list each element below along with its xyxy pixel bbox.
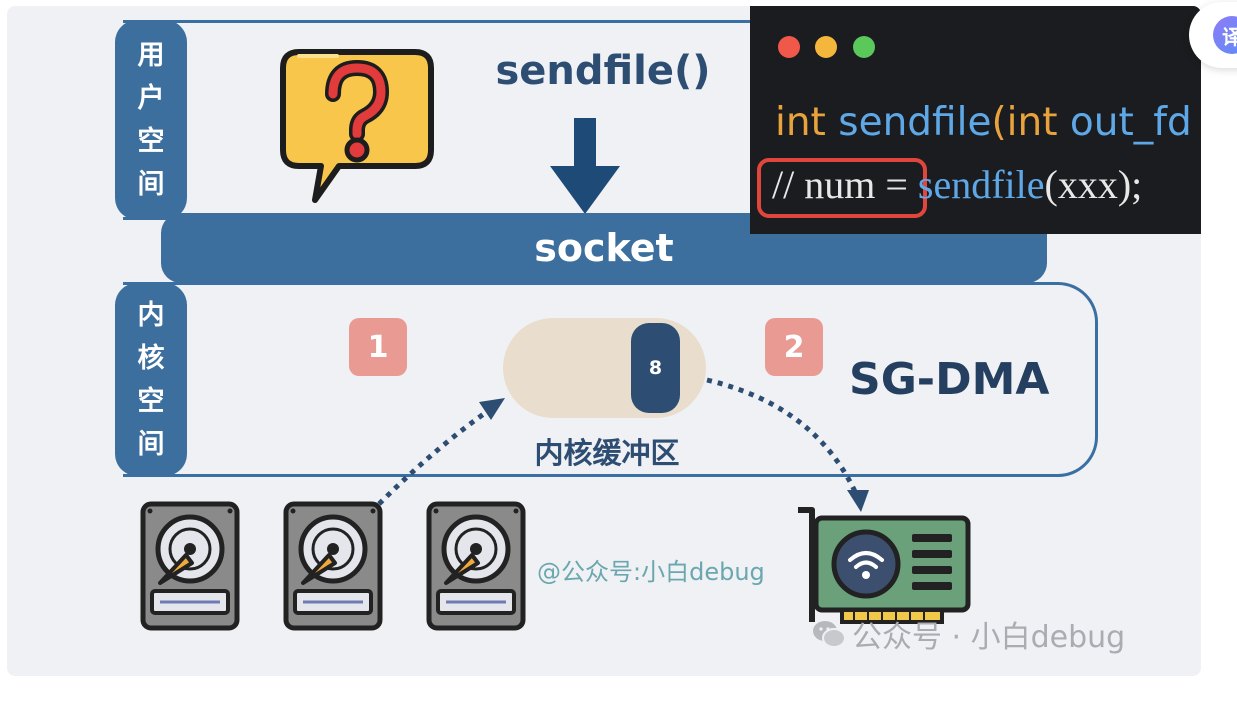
diagram-title: sendfile() xyxy=(495,48,711,94)
window-minimize-dot xyxy=(815,36,837,58)
socket-bar: socket xyxy=(161,213,1047,283)
hard-disk-icon xyxy=(140,501,240,631)
step-badge-2: 2 xyxy=(765,318,823,376)
code-token: sendfile xyxy=(825,100,992,145)
question-bubble-icon xyxy=(280,49,434,203)
code-window: int sendfile(int out_fd // num = sendfil… xyxy=(750,6,1201,234)
kernel-buffer-label: 内核缓冲区 xyxy=(534,436,680,470)
code-token: int xyxy=(1006,100,1058,145)
code-token: out_fd xyxy=(1057,100,1192,145)
buffer-data-block: 8 xyxy=(631,323,680,413)
code-line-1: int sendfile(int out_fd xyxy=(775,100,1192,145)
network-card-icon xyxy=(798,507,971,624)
window-close-dot xyxy=(778,36,800,58)
watermark-corner-text: 公众号 · 小白debug xyxy=(852,620,1126,655)
watermark-inline: @公众号:小白debug xyxy=(537,558,765,586)
buffer-to-nic-arrowhead xyxy=(847,490,869,512)
dma-arrows xyxy=(377,377,869,512)
wechat-icon xyxy=(813,621,846,648)
code-line-2: // num = sendfile(xxx); xyxy=(772,161,1142,208)
translate-icon: 译 xyxy=(1213,16,1237,54)
code-token: ( xyxy=(991,100,1007,145)
code-token: int xyxy=(775,100,826,145)
code-token: (xxx); xyxy=(1044,162,1143,207)
window-maximize-dot xyxy=(853,36,875,58)
user-space-label: 用 户 空 间 xyxy=(115,20,187,220)
hard-disk-icon xyxy=(283,501,383,631)
socket-label: socket xyxy=(534,226,674,270)
code-token: // num = xyxy=(772,162,918,207)
disk-to-buffer-arrow xyxy=(377,403,497,506)
kernel-space-label: 内 核 空 间 xyxy=(115,283,187,476)
buffer-to-nic-arrow xyxy=(706,377,860,498)
watermark-corner: 公众号 · 小白debug xyxy=(812,612,1125,656)
translate-button[interactable]: 译 xyxy=(1189,2,1237,68)
code-token: sendfile xyxy=(917,162,1045,207)
disk-to-buffer-arrowhead xyxy=(479,398,505,420)
step-badge-1: 1 xyxy=(349,318,407,376)
code-highlight-box xyxy=(757,158,927,218)
diagram-canvas: 用 户 空 间 内 核 空 间 sendfile() socket 1 2 8 … xyxy=(7,6,1201,676)
hard-disk-icon xyxy=(426,501,526,631)
sg-dma-label: SG-DMA xyxy=(849,354,1050,405)
kernel-space-band xyxy=(123,282,1098,477)
down-arrow-icon xyxy=(550,118,620,214)
